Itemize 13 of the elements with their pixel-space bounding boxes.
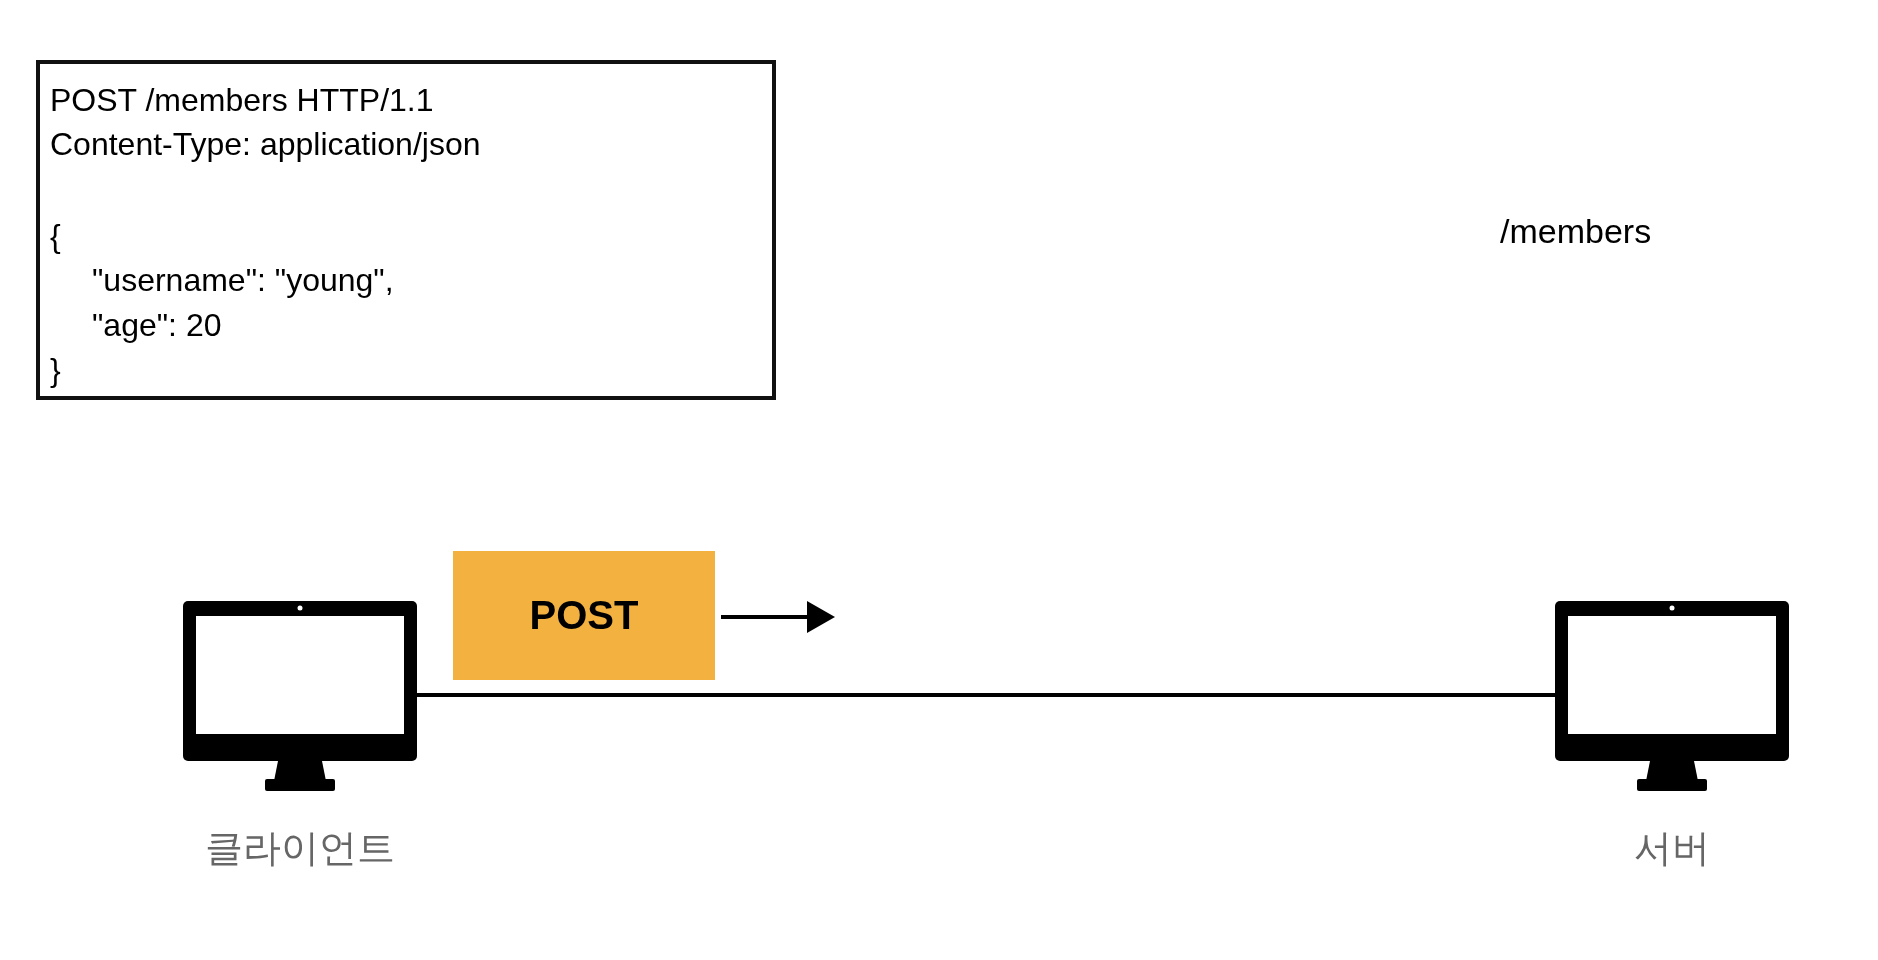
code-line: {: [50, 220, 61, 252]
code-line: }: [50, 354, 61, 386]
code-line: "username": "young",: [92, 264, 394, 296]
connection-line: [417, 693, 1555, 697]
method-badge: POST: [453, 551, 715, 680]
code-line: Content-Type: application/json: [50, 128, 481, 160]
computer-label: 클라이언트: [205, 829, 395, 867]
computer-label: 서버: [1634, 829, 1710, 867]
code-line: "age": 20: [92, 309, 222, 341]
arrow: [721, 601, 835, 633]
code-line: POST /members HTTP/1.1: [50, 84, 434, 116]
path-label: /members: [1500, 212, 1652, 251]
http-message-box: [36, 60, 776, 400]
